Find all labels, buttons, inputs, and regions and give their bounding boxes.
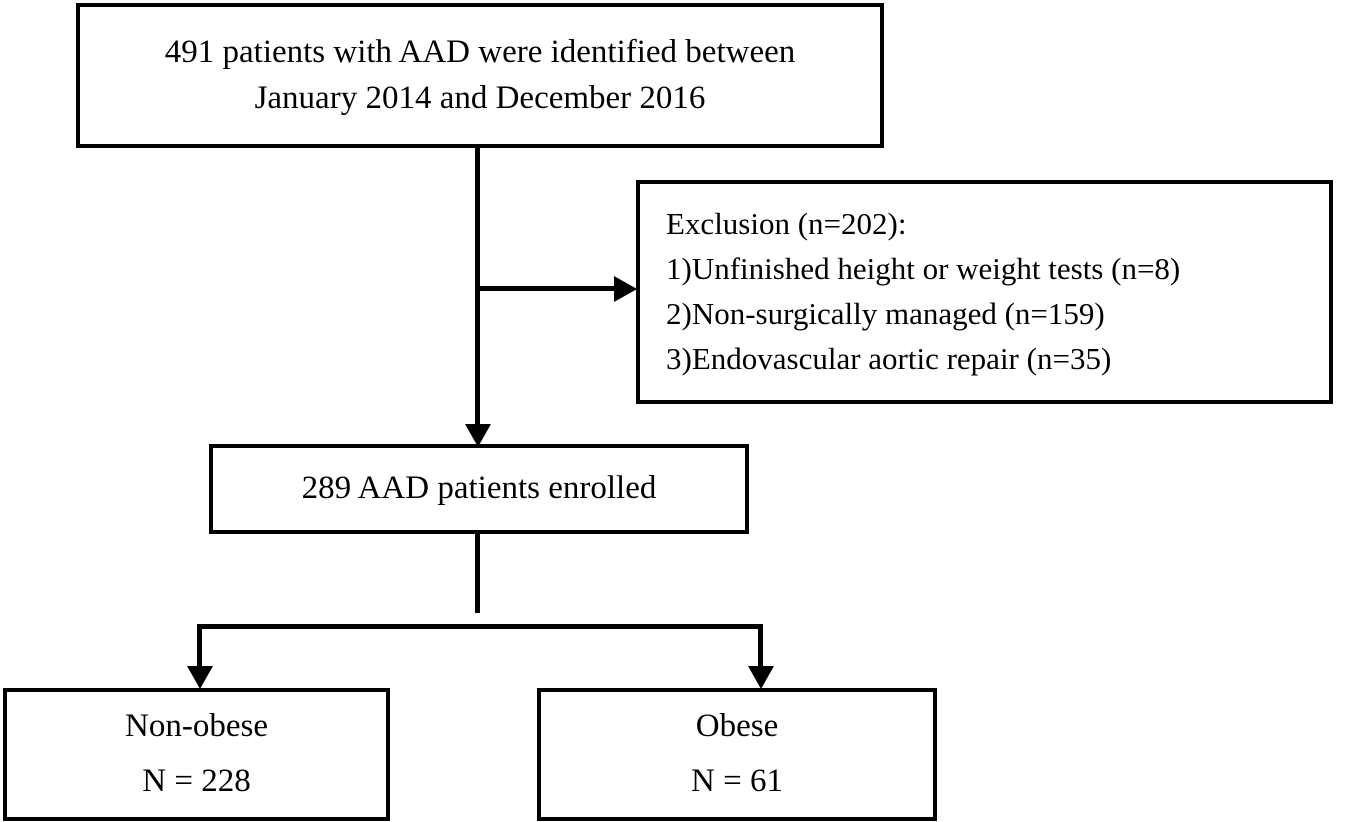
exclusion-reason-2: 2)Non-surgically managed (n=159)	[666, 296, 1105, 331]
arrowhead-down-into-obese-icon	[748, 666, 774, 689]
connector-split-bar	[197, 624, 763, 629]
identified-patients-box: 491 patients with AAD were identified be…	[76, 3, 884, 148]
connector-split-to-obese-line	[758, 624, 763, 669]
connector-identified-to-exclusion-line	[477, 286, 618, 291]
exclusion-reason-1: 1)Unfinished height or weight tests (n=8…	[666, 251, 1181, 287]
enrolled-patients-box: 289 AAD patients enrolled	[209, 444, 749, 534]
identified-line-2: January 2014 and December 2016	[254, 79, 706, 116]
exclusion-heading: Exclusion (n=202):	[666, 206, 907, 242]
obese-count: N = 61	[691, 763, 783, 799]
non-obese-count: N = 228	[142, 763, 251, 799]
obese-label: Obese	[695, 708, 779, 745]
exclusion-box: Exclusion (n=202): 1)Unfinished height o…	[636, 180, 1333, 404]
connector-split-to-non-obese-line	[197, 624, 202, 669]
connector-enrolled-to-split-line	[475, 533, 480, 613]
exclusion-reason-3: 3)Endovascular aortic repair (n=35)	[666, 340, 1112, 376]
identified-line-1: 491 patients with AAD were identified be…	[164, 33, 796, 70]
non-obese-label: Non-obese	[125, 708, 268, 745]
non-obese-group-box: Non-obese N = 228	[3, 688, 390, 821]
arrowhead-right-into-exclusion-icon	[614, 276, 637, 302]
obese-group-box: Obese N = 61	[537, 688, 937, 821]
enrolled-line-1: 289 AAD patients enrolled	[301, 470, 657, 507]
arrowhead-down-into-non-obese-icon	[187, 666, 213, 689]
arrowhead-down-into-enrolled-icon	[465, 424, 491, 447]
